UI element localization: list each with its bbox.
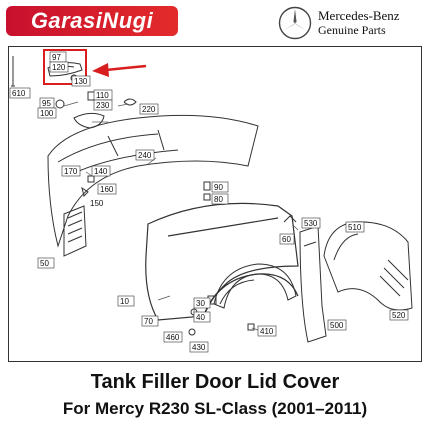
brand-logo: GarasiNugi [6,6,178,36]
label-130: 130 [74,77,88,86]
parts-diagram: 97 120 130 610 110 230 95 100 220 240 17… [8,46,422,362]
label-230: 230 [96,101,110,110]
part-labels: 97 120 130 610 110 230 95 100 220 240 17… [9,51,409,353]
highlight-box [43,49,87,85]
label-110: 110 [96,91,109,100]
label-100: 100 [40,109,54,118]
label-150: 150 [90,199,104,208]
antenna-part [11,56,15,87]
label-60: 60 [282,235,291,244]
label-410: 410 [260,327,274,336]
mb-brand-line: Mercedes-Benz [318,8,400,23]
label-80: 80 [214,195,223,204]
label-510: 510 [348,223,362,232]
label-430: 430 [192,343,206,352]
label-40: 40 [196,313,205,322]
wheel-arch-liner [213,263,297,309]
mercedes-benz-wordmark: Mercedes-Benz Genuine Parts [318,8,428,37]
label-460: 460 [166,333,180,342]
product-subtitle: For Mercy R230 SL-Class (2001–2011) [62,399,368,418]
label-10: 10 [120,297,129,306]
label-140: 140 [94,167,108,176]
exploded-view-drawing: 97 120 130 610 110 230 95 100 220 240 17… [8,46,422,362]
product-title: Tank Filler Door Lid Cover [90,371,340,393]
label-97: 97 [52,53,61,62]
label-500: 500 [330,321,344,330]
highlight-arrow [92,63,147,77]
mb-genuine-line: Genuine Parts [318,23,386,37]
label-530: 530 [304,219,318,228]
header: GarasiNugi Mercedes-Benz Genuine Parts [0,0,430,42]
label-120: 120 [52,63,66,72]
label-240: 240 [138,151,152,160]
label-70: 70 [144,317,153,326]
label-95: 95 [42,99,51,108]
label-90: 90 [214,183,223,192]
label-220: 220 [142,105,156,114]
label-160: 160 [100,185,114,194]
side-bracket-part [299,225,327,343]
label-170: 170 [64,167,78,176]
label-50: 50 [40,259,49,268]
label-520: 520 [392,311,406,320]
inner-panel-part [63,205,87,257]
label-610: 610 [12,89,26,98]
label-30: 30 [196,299,205,308]
rear-wheel-liner [323,221,413,311]
mercedes-star-icon [278,6,312,40]
